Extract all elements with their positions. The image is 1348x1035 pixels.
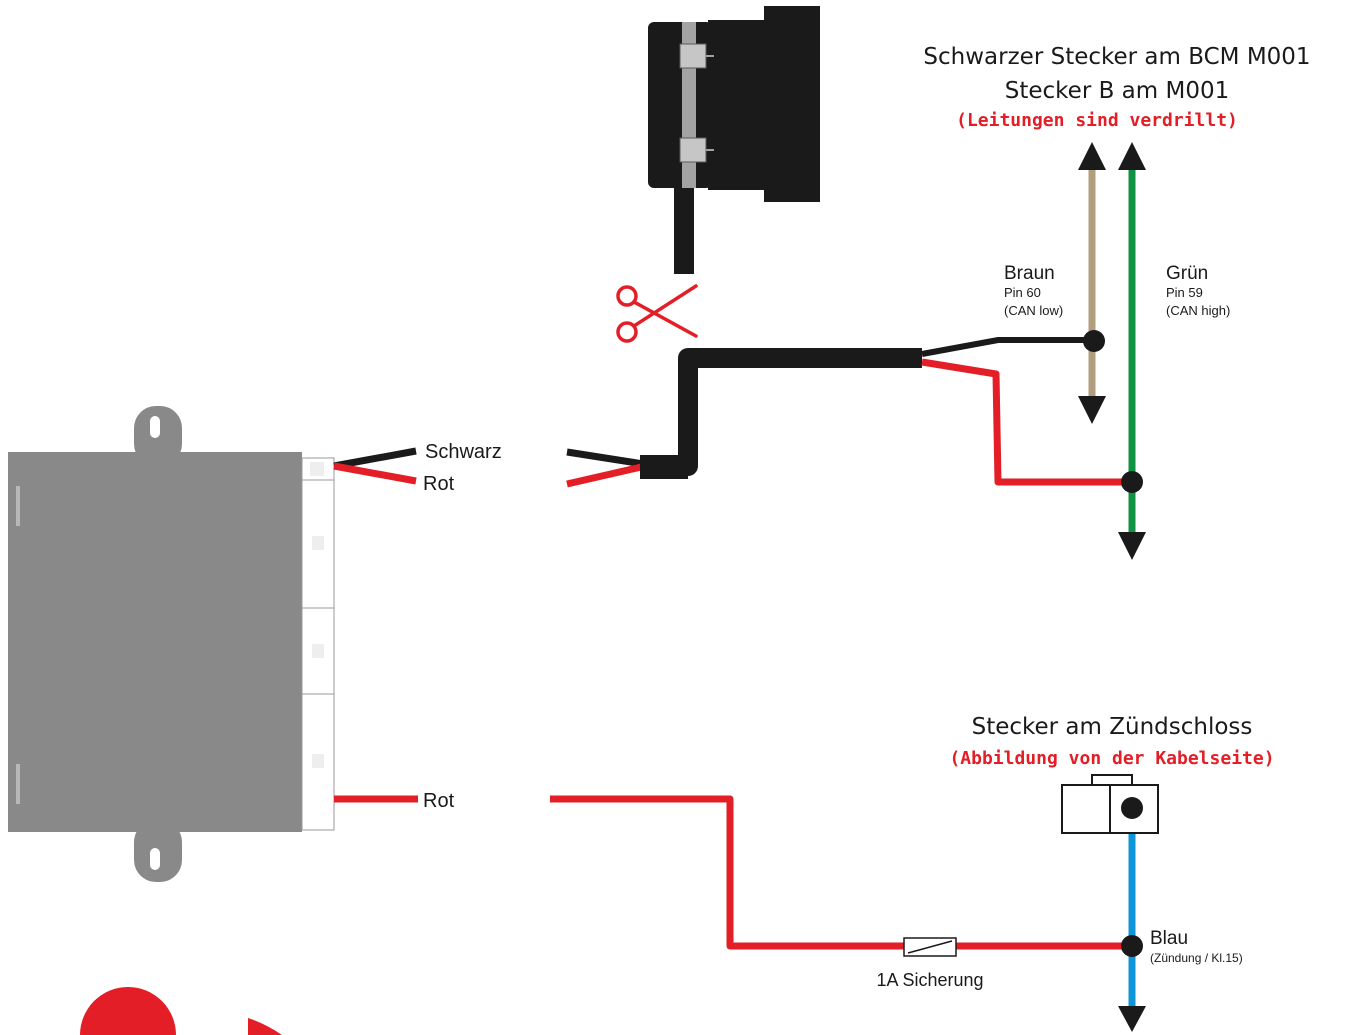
logo-mark bbox=[248, 1018, 282, 1035]
cut-red-wire bbox=[566, 461, 651, 488]
ignition-pin-dot bbox=[1121, 797, 1143, 819]
bcm-note: (Leitungen sind verdrillt) bbox=[956, 110, 1238, 131]
black-wire-stub bbox=[333, 447, 417, 470]
arrow-down-icon bbox=[1118, 532, 1146, 560]
bcm-title: Schwarzer Stecker am BCM M001 bbox=[923, 44, 1310, 70]
green-wire-name: Grün bbox=[1166, 263, 1208, 284]
scissors-blade bbox=[632, 300, 698, 338]
bcm-plug-cable bbox=[566, 6, 1132, 488]
mount-hole-top bbox=[150, 416, 160, 438]
ignition-note: (Abbildung von der Kabelseite) bbox=[949, 748, 1274, 769]
module-edge-mark bbox=[16, 486, 20, 526]
connector-pin bbox=[312, 644, 324, 658]
green-wire-pin: Pin 59 bbox=[1166, 285, 1203, 300]
plug-front bbox=[708, 20, 770, 190]
arrow-down-icon bbox=[1118, 1006, 1146, 1032]
interface-module bbox=[8, 406, 335, 882]
arrow-down-icon bbox=[1078, 396, 1106, 424]
schwarz-label: Schwarz bbox=[425, 441, 502, 463]
ignition-title: Stecker am Zündschloss bbox=[972, 714, 1253, 740]
blau-desc: (Zündung / Kl.15) bbox=[1150, 951, 1243, 965]
arrow-up-icon bbox=[1118, 142, 1146, 170]
brown-wire-signal: (CAN low) bbox=[1004, 303, 1063, 318]
twisted-pair-sheath bbox=[664, 348, 922, 476]
red-wire-stub bbox=[333, 462, 417, 485]
bcm-subtitle: Stecker B am M001 bbox=[1005, 78, 1229, 104]
fuse-element bbox=[907, 940, 953, 954]
plug-cable bbox=[674, 188, 694, 274]
green-wire-signal: (CAN high) bbox=[1166, 303, 1230, 318]
ignition-connector-latch bbox=[1091, 774, 1133, 786]
module-output-wires bbox=[333, 447, 418, 803]
fuse-label: 1A Sicherung bbox=[876, 970, 983, 990]
ignition-circuit bbox=[550, 774, 1159, 1032]
cable-sleeve-end bbox=[640, 455, 688, 479]
scissors-blade bbox=[632, 284, 698, 328]
plug-flange bbox=[764, 6, 820, 202]
brand-logo bbox=[80, 987, 282, 1035]
arrow-up-icon bbox=[1078, 142, 1106, 170]
logo-arc bbox=[80, 987, 176, 1035]
scissors-ring bbox=[616, 285, 638, 307]
connector-pin bbox=[310, 462, 324, 476]
rot-label-bottom: Rot bbox=[423, 790, 455, 812]
junction-dot-blue bbox=[1121, 935, 1143, 957]
rot-label-top: Rot bbox=[423, 473, 455, 495]
mount-hole-bottom bbox=[150, 848, 160, 870]
red-tap-wire bbox=[921, 358, 1132, 486]
module-edge-mark bbox=[16, 764, 20, 804]
module-body bbox=[8, 452, 302, 832]
blau-label: Blau bbox=[1150, 928, 1188, 949]
black-tap-wire bbox=[921, 337, 1094, 357]
labels: Schwarzer Stecker am BCM M001 Stecker B … bbox=[423, 44, 1311, 990]
brown-wire-pin: Pin 60 bbox=[1004, 285, 1041, 300]
plug-latch bbox=[679, 43, 707, 69]
plug-latch bbox=[679, 137, 707, 163]
junction-dot-green bbox=[1121, 471, 1143, 493]
scissors-ring bbox=[616, 321, 638, 343]
connector-pin bbox=[312, 754, 324, 768]
red-power-wire bbox=[550, 795, 1132, 950]
can-bus-wires bbox=[1078, 142, 1146, 560]
connector-pin bbox=[312, 536, 324, 550]
cut-black-wire bbox=[566, 448, 651, 469]
scissors-icon bbox=[616, 284, 698, 343]
junction-dot-brown bbox=[1083, 330, 1105, 352]
brown-wire-name: Braun bbox=[1004, 263, 1055, 284]
